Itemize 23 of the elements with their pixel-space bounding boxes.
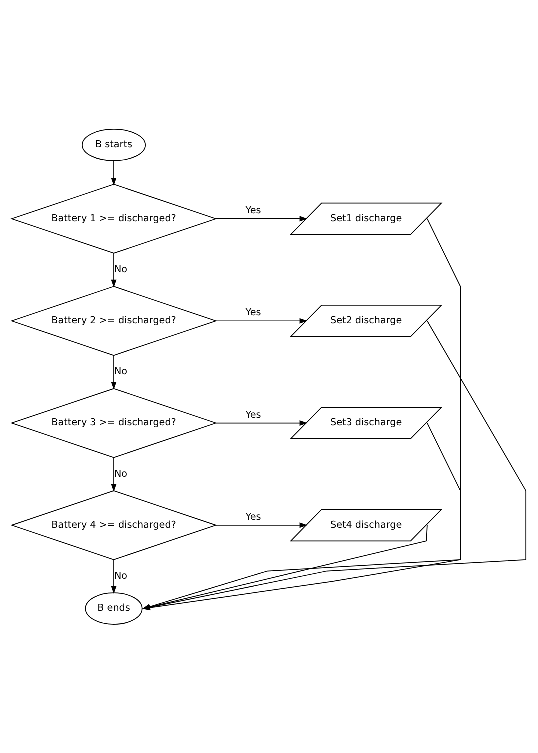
node-diamond: Battery 3 >= discharged? (10, 388, 218, 458)
arrow (111, 559, 117, 594)
edge-label: Yes (246, 512, 262, 523)
node-diamond: Battery 1 >= discharged? (10, 184, 218, 254)
node-diamond: Battery 2 >= discharged? (10, 286, 218, 356)
arrow (111, 160, 117, 186)
arrow (216, 420, 308, 426)
edge-label: Yes (246, 307, 262, 318)
arrow (216, 318, 308, 324)
edge-label: No (114, 570, 128, 582)
arrow (111, 252, 117, 288)
arrow (216, 522, 308, 528)
node-ellipse: B starts (82, 128, 146, 161)
edge-label: No (114, 366, 128, 378)
edge-label: Yes (246, 205, 262, 216)
node-ellipse: B ends (85, 592, 143, 624)
edge-label: No (114, 468, 128, 480)
edge-label: No (114, 264, 128, 275)
arrow (111, 354, 117, 390)
arrow (216, 216, 308, 222)
edge-label: Yes (246, 409, 262, 420)
arrow (111, 456, 117, 492)
node-diamond: Battery 4 >= discharged? (10, 490, 218, 560)
